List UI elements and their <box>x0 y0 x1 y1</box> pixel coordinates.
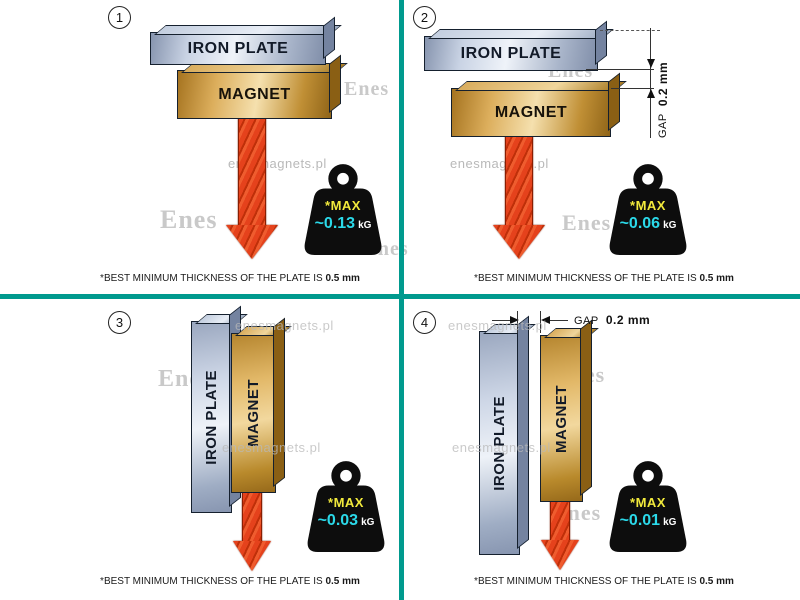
caption-bold: 0.5 mm <box>699 273 734 284</box>
caption-text: *BEST MINIMUM THICKNESS OF THE PLATE IS <box>474 273 697 284</box>
caption-text: *BEST MINIMUM THICKNESS OF THE PLATE IS <box>100 576 323 587</box>
magnet: MAGNET <box>231 333 276 493</box>
magnet-label: MAGNET <box>553 384 570 453</box>
magnet: MAGNET <box>451 88 611 137</box>
gap-value: 0.2 mm <box>605 313 651 327</box>
divider-vertical <box>399 0 404 600</box>
caption-bold: 0.5 mm <box>325 273 360 284</box>
weight-value-number: ~0.03 <box>317 512 359 529</box>
gap-value: 0.2 mm <box>656 61 670 107</box>
panel-number-badge: 4 <box>413 311 436 334</box>
weight-max-label: *MAX <box>630 198 666 213</box>
gap-label: GAP 0.2 mm <box>574 313 650 327</box>
gap-word: GAP <box>574 315 599 327</box>
kettlebell-icon <box>609 164 687 255</box>
caption: *BEST MINIMUM THICKNESS OF THE PLATE IS … <box>414 576 794 587</box>
magnet: MAGNET <box>177 70 332 119</box>
iron-plate: IRON PLATE <box>424 36 598 71</box>
weight-max-label: *MAX <box>328 495 364 510</box>
force-arrow <box>493 134 545 259</box>
caption: *BEST MINIMUM THICKNESS OF THE PLATE IS … <box>414 273 794 284</box>
arrow-shaft <box>242 490 262 541</box>
weight-value-unit: kG <box>358 220 372 231</box>
caption-text: *BEST MINIMUM THICKNESS OF THE PLATE IS <box>100 273 323 284</box>
extension-line <box>586 69 654 70</box>
extension-line <box>550 320 568 321</box>
watermark-url: enesmagnets.pl <box>222 440 321 455</box>
gap-dimension-line <box>650 28 651 138</box>
weight-value-unit: kG <box>663 220 677 231</box>
gap-tick <box>540 311 541 333</box>
arrow-head <box>226 225 278 259</box>
watermark-url: enesmagnets.pl <box>452 440 551 455</box>
dimension-arrow-down <box>647 59 655 68</box>
arrow-shaft <box>238 116 266 225</box>
weight-value-number: ~0.06 <box>619 215 661 232</box>
iron-plate: IRON PLATE <box>479 331 520 555</box>
magnet: MAGNET <box>540 335 583 502</box>
panel-2: 2 IRON PLATE MAGNET GAP 0.2 mm *MAX <box>404 0 800 294</box>
weight-value-unit: kG <box>663 517 677 528</box>
caption: *BEST MINIMUM THICKNESS OF THE PLATE IS … <box>40 576 420 587</box>
gap-word: GAP <box>657 113 669 138</box>
watermark-logo: Enes <box>562 210 612 235</box>
force-arrow <box>541 499 579 570</box>
extension-line <box>611 88 654 89</box>
panel-4: 4 GAP 0.2 mm IRON PLATE MAGNET *MAX <box>404 299 800 600</box>
magnet-label: MAGNET <box>218 85 291 103</box>
weight-value-number: ~0.13 <box>314 215 356 232</box>
force-arrow <box>233 490 271 571</box>
iron-plate: IRON PLATE <box>150 32 326 65</box>
arrow-head <box>541 540 579 570</box>
caption-bold: 0.5 mm <box>325 576 360 587</box>
magnet-label: MAGNET <box>494 103 568 121</box>
caption-text: *BEST MINIMUM THICKNESS OF THE PLATE IS <box>474 576 697 587</box>
kettlebell-icon <box>304 164 382 255</box>
magnet-label: MAGNET <box>245 379 262 447</box>
panel-number-badge: 2 <box>413 6 436 29</box>
watermark-logo: Enes <box>344 78 390 100</box>
arrow-shaft <box>505 134 533 225</box>
caption: *BEST MINIMUM THICKNESS OF THE PLATE IS … <box>40 273 420 284</box>
dimension-arrow-right <box>510 316 519 324</box>
dimension-arrow-up <box>647 89 655 98</box>
gap-tick <box>517 311 518 333</box>
watermark-logo: Enes <box>160 205 218 234</box>
arrow-shaft <box>550 499 570 540</box>
iron-plate-label: IRON PLATE <box>203 369 220 465</box>
iron-plate-label: IRON PLATE <box>460 44 562 62</box>
caption-bold: 0.5 mm <box>699 576 734 587</box>
kettlebell-icon <box>609 461 687 552</box>
extension-line <box>600 30 660 31</box>
divider-horizontal <box>0 294 800 299</box>
watermark-url: enesmagnets.pl <box>448 318 547 333</box>
panel-number-badge: 1 <box>108 6 131 29</box>
watermark-url: enesmagnets.pl <box>235 318 334 333</box>
extension-line <box>492 320 510 321</box>
kettlebell-icon <box>307 461 385 552</box>
gap-label: GAP 0.2 mm <box>656 28 670 138</box>
iron-plate-label: IRON PLATE <box>187 39 289 57</box>
arrow-head <box>233 541 271 571</box>
weight-max-label: *MAX <box>630 495 666 510</box>
iron-plate: IRON PLATE <box>191 321 232 513</box>
weight-value-number: ~0.01 <box>619 512 661 529</box>
arrow-head <box>493 225 545 259</box>
force-arrow <box>226 116 278 259</box>
weight-value-unit: kG <box>361 517 375 528</box>
weight-max-label: *MAX <box>325 198 361 213</box>
panel-number-badge: 3 <box>108 311 131 334</box>
dimension-arrow-left <box>541 316 550 324</box>
